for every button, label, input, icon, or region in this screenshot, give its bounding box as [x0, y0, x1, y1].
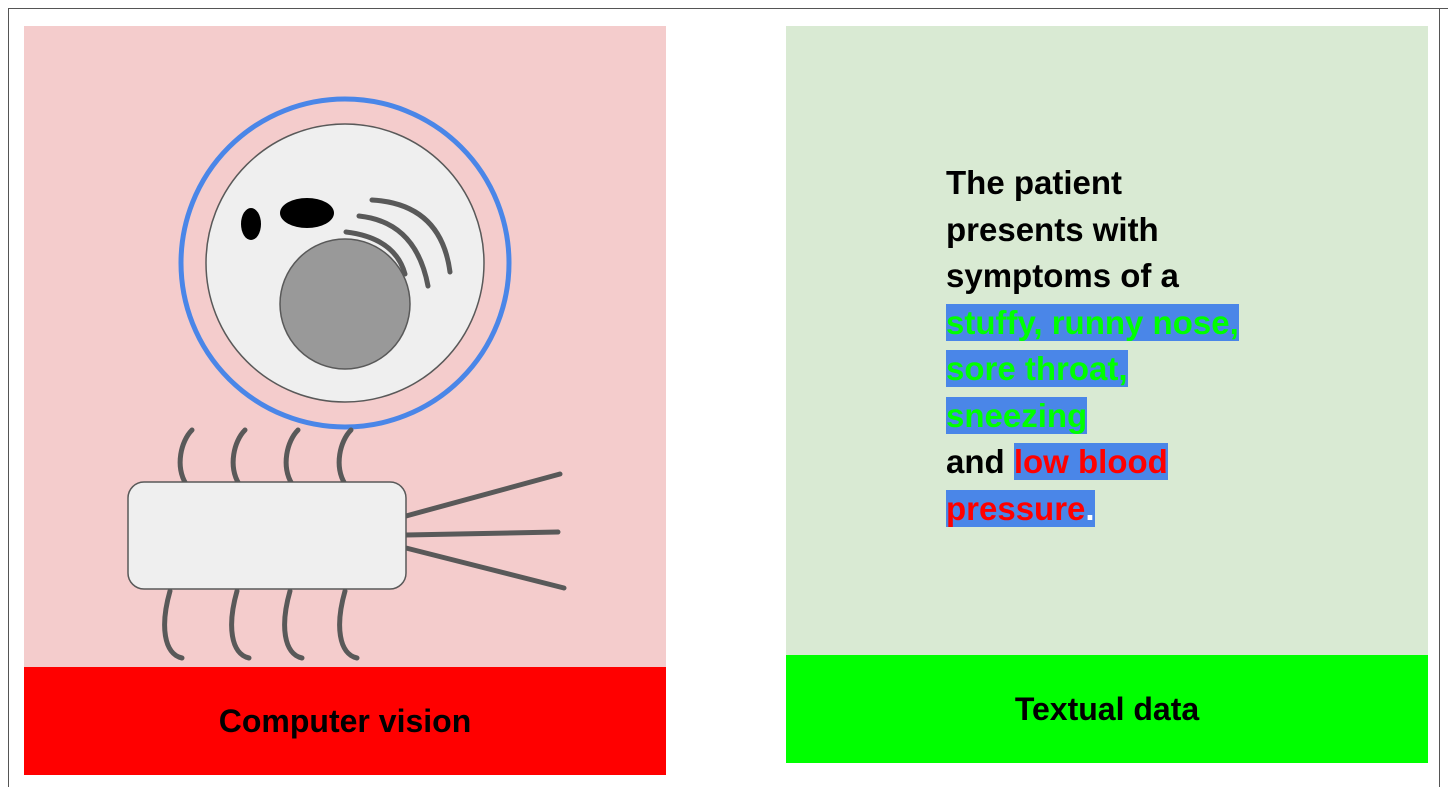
- textual-data-footer: Textual data: [786, 655, 1428, 763]
- computer-vision-label: Computer vision: [219, 703, 471, 740]
- camera-chip-illustration: [24, 26, 666, 667]
- chip-pin-bottom-4: [340, 591, 357, 658]
- computer-vision-panel: Computer vision: [24, 26, 666, 775]
- note-intro-text: The patient presents with symptoms of a: [946, 164, 1179, 294]
- sensor-dot-small: [241, 208, 261, 240]
- note-highlight-symptoms: stuffy, runny nose, sore throat, sneezin…: [946, 304, 1239, 434]
- chip-pin-bottom-1: [165, 591, 182, 658]
- chip-wire-3: [406, 548, 564, 588]
- chip-pin-top-3: [286, 430, 298, 484]
- chip-pin-top-4: [339, 430, 351, 484]
- frame-top-border: [8, 8, 1448, 9]
- chip-pin-top-2: [233, 430, 245, 484]
- textual-data-label: Textual data: [1015, 691, 1199, 728]
- note-conjunction-text: and: [946, 443, 1014, 480]
- chip-wire-2: [406, 532, 558, 535]
- chip-wire-1: [406, 474, 560, 516]
- chip-pin-top-1: [180, 430, 192, 484]
- chip-pin-bottom-3: [285, 591, 302, 658]
- textual-data-panel: The patient presents with symptoms of a …: [786, 26, 1428, 763]
- note-period: .: [1085, 490, 1094, 527]
- patient-note: The patient presents with symptoms of a …: [946, 160, 1266, 532]
- lens-icon: [280, 239, 410, 369]
- frame-left-border: [8, 8, 9, 787]
- frame-right-border: [1439, 8, 1440, 787]
- sensor-dot-large: [280, 198, 334, 228]
- chip-body: [128, 482, 406, 589]
- chip-pin-bottom-2: [232, 591, 249, 658]
- computer-vision-footer: Computer vision: [24, 667, 666, 775]
